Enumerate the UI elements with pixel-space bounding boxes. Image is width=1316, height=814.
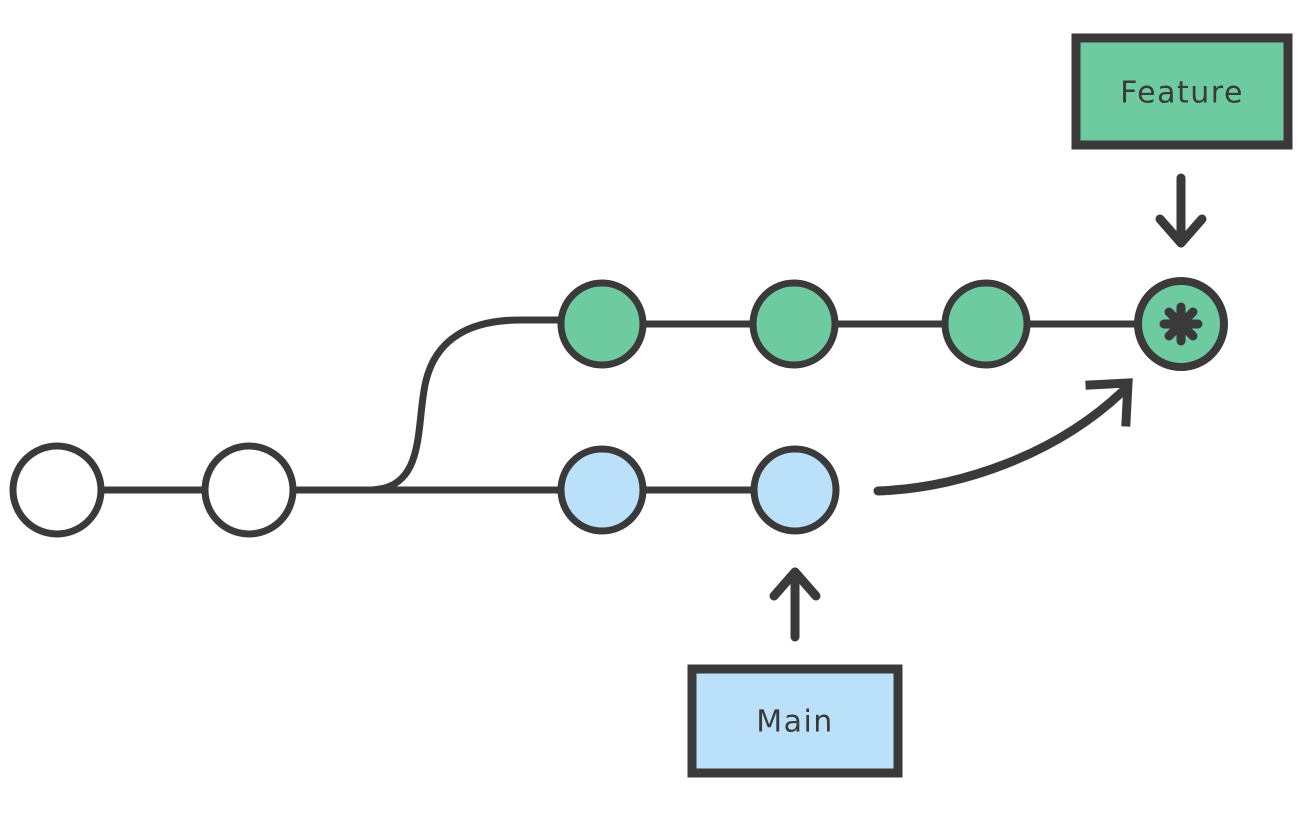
feature-commits-group — [557, 277, 1228, 371]
main-label-arrow-head — [769, 567, 821, 601]
asterisk-icon — [1159, 302, 1203, 346]
main-label-box[interactable] — [687, 664, 903, 778]
main-branch-label[interactable]: Main — [687, 664, 903, 778]
merge-arrow-curve — [873, 387, 1127, 496]
merge-arrow — [873, 378, 1133, 496]
commit-node-c2[interactable] — [201, 442, 297, 538]
main-commits-group — [9, 442, 840, 538]
main-label-text: Main — [756, 705, 834, 740]
feature-branch-label[interactable]: Feature — [1071, 33, 1293, 150]
commit-node-f3[interactable] — [941, 279, 1031, 369]
commit-node-c1[interactable] — [9, 442, 105, 538]
feature-label-arrow — [1155, 173, 1207, 248]
commit-node-f2[interactable] — [749, 279, 839, 369]
commit-node-c3[interactable] — [557, 445, 647, 535]
commit-node-f1[interactable] — [557, 279, 647, 369]
feature-label-box[interactable] — [1071, 33, 1293, 150]
merge-arrow-head — [1085, 378, 1133, 427]
commit-node-c4[interactable] — [750, 445, 840, 535]
feature-branch-fork-curve — [368, 316, 606, 494]
feature-label-arrow-head — [1155, 214, 1207, 248]
main-label-arrow — [769, 567, 821, 642]
feature-label-text: Feature — [1120, 76, 1244, 111]
